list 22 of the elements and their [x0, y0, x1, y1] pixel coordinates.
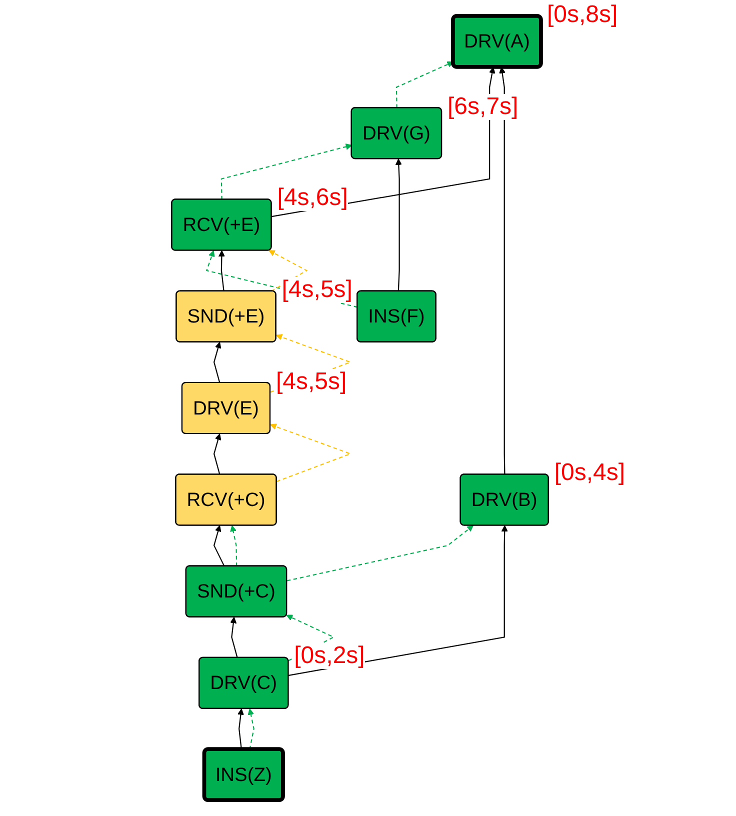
arrow: [230, 616, 238, 658]
arrow: [218, 250, 225, 292]
time-interval-label: [0s,4s]: [554, 460, 626, 486]
arrow: [213, 434, 222, 475]
arrow: [248, 708, 254, 750]
arrow: [238, 708, 244, 750]
time-interval-label: [4s,5s]: [282, 276, 352, 303]
arrow: [220, 144, 352, 200]
arrow: [270, 424, 352, 482]
arrow: [396, 61, 454, 108]
time-interval-label: [4s,6s]: [277, 185, 348, 212]
time-interval-label: [0s,2s]: [294, 643, 365, 670]
time-interval-label: [4s,5s]: [276, 368, 347, 394]
arrow: [230, 525, 238, 566]
arrow: [395, 158, 402, 292]
arrow: [213, 525, 225, 566]
arrow: [213, 342, 222, 384]
time-interval-label: [6s,7s]: [448, 94, 518, 120]
arrow: [268, 250, 308, 292]
time-interval-label: [0s,8s]: [546, 2, 618, 28]
arrow: [499, 66, 506, 475]
arrow: [286, 525, 474, 582]
